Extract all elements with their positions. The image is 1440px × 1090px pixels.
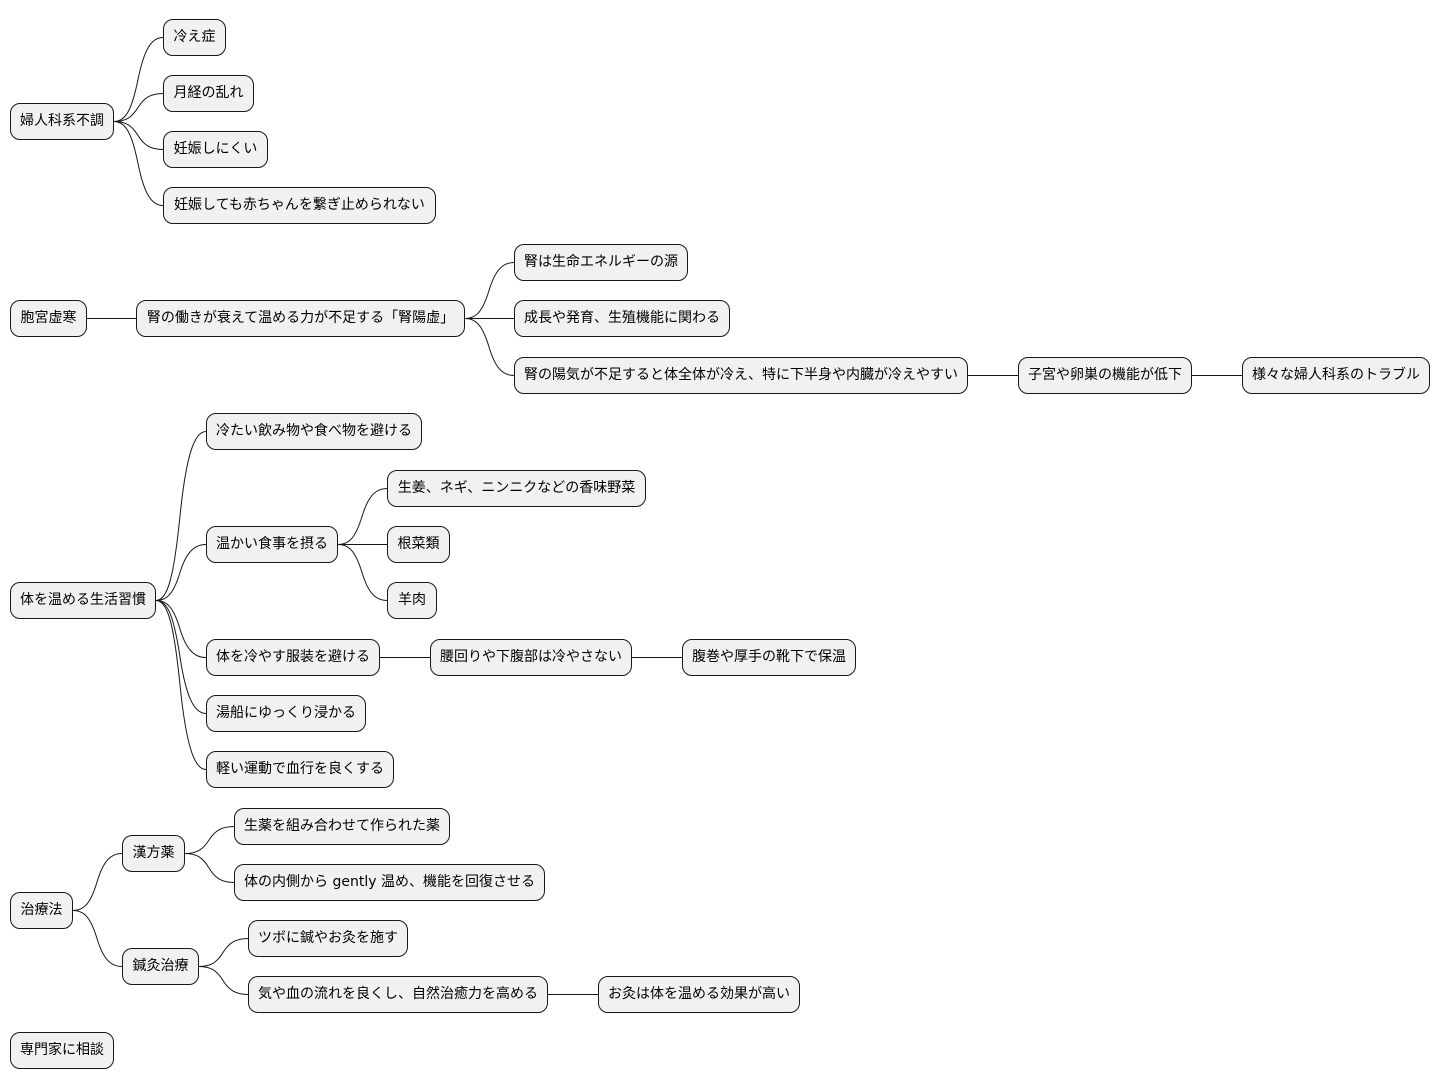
connector xyxy=(184,826,235,854)
node-jin-energy: 腎は生命エネルギーの源 xyxy=(514,244,688,281)
node-shikyu-teika: 子宮や卵巣の機能が低下 xyxy=(1018,357,1192,394)
node-shoyaku: 生薬を組み合わせて作られた薬 xyxy=(234,808,450,845)
node-karada-atatameru: 体を温める生活習慣 xyxy=(10,582,156,619)
node-yoki-fusoku: 腎の陽気が不足すると体全体が冷え、特に下半身や内臓が冷えやすい xyxy=(514,357,968,394)
connector xyxy=(184,853,235,883)
node-fujinka-trouble: 様々な婦人科系のトラブル xyxy=(1242,357,1430,394)
node-senmonka: 専門家に相談 xyxy=(10,1032,114,1069)
node-yubune: 湯船にゆっくり浸かる xyxy=(206,695,366,732)
connector xyxy=(155,600,207,714)
node-tsubo: ツボに鍼やお灸を施す xyxy=(248,920,408,957)
node-kampoyaku: 漢方薬 xyxy=(122,835,185,872)
connector xyxy=(198,938,249,967)
connector xyxy=(113,121,164,206)
node-haramaki: 腹巻や厚手の靴下で保温 xyxy=(682,639,856,676)
connector xyxy=(113,93,164,122)
connector xyxy=(113,37,164,122)
node-ninshin-tsunagi: 妊娠しても赤ちゃんを繋ぎ止められない xyxy=(163,187,436,224)
connector xyxy=(72,910,123,967)
connector xyxy=(198,966,249,995)
node-seicho-seishoku: 成長や発育、生殖機能に関わる xyxy=(514,300,730,337)
node-okyu: お灸は体を温める効果が高い xyxy=(598,976,800,1013)
connector xyxy=(155,600,207,770)
node-hiesho: 冷え症 xyxy=(163,19,226,56)
node-fukuso-sakeru: 体を冷やす服装を避ける xyxy=(206,639,380,676)
node-uchigawa: 体の内側から gently 温め、機能を回復させる xyxy=(234,864,545,901)
connector xyxy=(113,121,164,150)
connector xyxy=(464,318,515,376)
node-fujinka-fucho: 婦人科系不調 xyxy=(10,103,114,140)
node-chiryoho: 治療法 xyxy=(10,892,73,929)
node-tsumetai-sakeru: 冷たい飲み物や食べ物を避ける xyxy=(206,413,422,450)
node-jinyokyo: 腎の働きが衰えて温める力が不足する「腎陽虚」 xyxy=(136,300,465,337)
node-atatakai-shokuji: 温かい食事を摂る xyxy=(206,526,338,563)
connector xyxy=(337,544,388,601)
node-gekkei-midare: 月経の乱れ xyxy=(163,75,254,112)
connector xyxy=(72,853,123,911)
node-shinkyu: 鍼灸治療 xyxy=(122,948,199,985)
node-yoniku: 羊肉 xyxy=(387,582,437,619)
connector xyxy=(155,431,207,601)
node-koshimawari: 腰回りや下腹部は冷やさない xyxy=(430,639,632,676)
connector xyxy=(155,544,207,601)
connector xyxy=(337,488,388,545)
node-kiketsu: 気や血の流れを良くし、自然治癒力を高める xyxy=(248,976,548,1013)
node-karui-undo: 軽い運動で血行を良くする xyxy=(206,751,394,788)
node-hokyu-kyokan: 胞宮虚寒 xyxy=(10,300,87,337)
connector xyxy=(155,600,207,658)
node-ninshin-nikui: 妊娠しにくい xyxy=(163,131,268,168)
node-koumi-yasai: 生姜、ネギ、ニンニクなどの香味野菜 xyxy=(387,470,646,507)
node-konsairui: 根菜類 xyxy=(387,526,450,563)
connector xyxy=(464,262,515,319)
